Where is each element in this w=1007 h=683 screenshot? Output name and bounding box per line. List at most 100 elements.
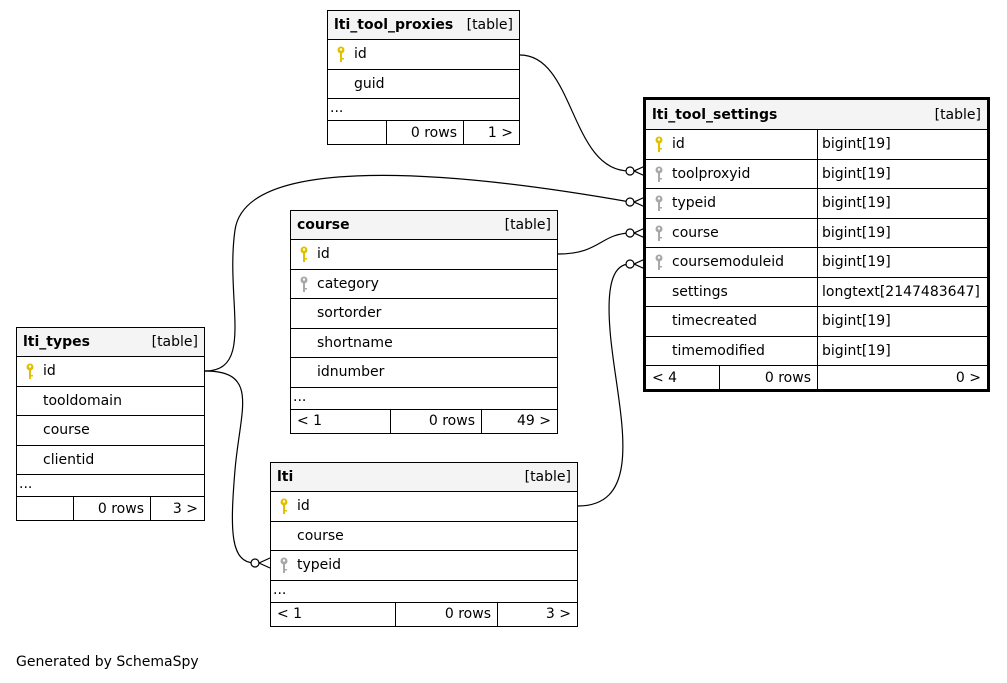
table-header: course [table] bbox=[291, 211, 557, 240]
table-row[interactable]: timemodified bigint[19] bbox=[646, 336, 987, 366]
footer-row-count: 0 rows bbox=[74, 497, 151, 520]
footer-children[interactable]: 3 > bbox=[545, 606, 571, 622]
primary-key-icon bbox=[17, 362, 43, 380]
primary-key-icon bbox=[646, 135, 672, 153]
foreign-key-icon bbox=[646, 194, 672, 212]
column-name-cell: typeid bbox=[646, 189, 818, 218]
table-row[interactable]: idnumber bbox=[291, 358, 557, 388]
table-kind: [table] bbox=[934, 106, 981, 123]
column-name: id bbox=[297, 498, 310, 515]
table-row[interactable]: timecreated bigint[19] bbox=[646, 307, 987, 337]
column-type: bigint[19] bbox=[822, 254, 891, 271]
column-type: bigint[19] bbox=[822, 195, 891, 212]
column-name: timemodified bbox=[672, 342, 765, 359]
edge-end-circle bbox=[625, 197, 635, 207]
table-lti[interactable]: lti [table] id course typeid ... < 1 0 row… bbox=[270, 462, 578, 627]
column-name: id bbox=[354, 46, 367, 63]
table-row[interactable]: course bbox=[17, 416, 204, 446]
column-name: coursemoduleid bbox=[672, 254, 785, 271]
column-type: bigint[19] bbox=[822, 342, 891, 359]
column-name: timecreated bbox=[672, 313, 757, 330]
table-header: lti [table] bbox=[271, 463, 577, 492]
table-kind: [table] bbox=[504, 217, 551, 233]
column-type: bigint[19] bbox=[822, 165, 891, 182]
table-kind: [table] bbox=[524, 469, 571, 485]
table-name: lti bbox=[277, 469, 294, 485]
table-row[interactable]: id bbox=[328, 40, 519, 70]
footer-row-count: 0 rows bbox=[391, 409, 482, 433]
table-row[interactable]: tooldomain bbox=[17, 387, 204, 416]
column-name: guid bbox=[354, 75, 385, 92]
table-course[interactable]: course [table] id category sortorder shortn… bbox=[290, 210, 558, 434]
edge-course-to-settings-course bbox=[557, 232, 631, 255]
table-footer: 0 rows 1 > bbox=[328, 121, 519, 144]
generated-by-caption: Generated by SchemaSpy bbox=[16, 654, 199, 670]
primary-key-icon bbox=[271, 497, 297, 515]
table-row[interactable]: typeid bigint[19] bbox=[646, 189, 987, 219]
column-name: typeid bbox=[297, 557, 342, 574]
table-row[interactable]: coursemoduleid bigint[19] bbox=[646, 248, 987, 278]
column-type: longtext[2147483647] bbox=[822, 283, 980, 300]
more-columns: ... bbox=[291, 388, 557, 410]
table-row[interactable]: guid bbox=[328, 70, 519, 99]
table-row[interactable]: sortorder bbox=[291, 299, 557, 329]
table-footer: < 1 0 rows 3 > bbox=[271, 602, 577, 626]
table-header: lti_types [table] bbox=[17, 328, 204, 357]
foreign-key-icon bbox=[291, 275, 317, 293]
footer-row-count: 0 rows bbox=[396, 602, 498, 626]
footer-parents[interactable]: < 4 bbox=[646, 366, 720, 389]
footer-children[interactable]: 0 > bbox=[955, 369, 981, 386]
edge-end-circle bbox=[625, 259, 635, 269]
table-name: lti_types bbox=[23, 334, 90, 350]
crow-foot-icon bbox=[258, 557, 271, 569]
table-row[interactable]: category bbox=[291, 270, 557, 299]
footer-row-count: 0 rows bbox=[387, 121, 464, 144]
footer-children[interactable]: 3 > bbox=[172, 500, 198, 517]
column-name: id bbox=[672, 136, 685, 153]
table-row[interactable]: typeid bbox=[271, 551, 577, 581]
column-name-cell: toolproxyid bbox=[646, 159, 818, 188]
table-row[interactable]: id bbox=[291, 240, 557, 270]
column-name: idnumber bbox=[317, 364, 385, 381]
table-footer: < 4 0 rows 0 > bbox=[646, 366, 987, 389]
column-name-cell: timemodified bbox=[646, 336, 818, 365]
more-columns: ... bbox=[271, 581, 577, 603]
edge-types-to-settings-typeid bbox=[204, 174, 631, 372]
edge-types-to-lti-typeid bbox=[204, 370, 256, 564]
table-kind: [table] bbox=[151, 334, 198, 350]
column-name-cell: coursemoduleid bbox=[646, 248, 818, 277]
column-name: id bbox=[43, 363, 56, 380]
table-row[interactable]: id bbox=[17, 357, 204, 387]
table-row[interactable]: shortname bbox=[291, 329, 557, 358]
column-name: typeid bbox=[672, 195, 717, 212]
footer-parents[interactable] bbox=[17, 497, 74, 520]
foreign-key-icon bbox=[271, 556, 297, 574]
footer-children[interactable]: 49 > bbox=[517, 413, 551, 429]
footer-parents[interactable]: < 1 bbox=[291, 409, 391, 433]
column-type: bigint[19] bbox=[822, 313, 891, 330]
footer-children[interactable]: 1 > bbox=[487, 124, 513, 141]
table-footer: < 1 0 rows 49 > bbox=[291, 409, 557, 433]
table-kind: [table] bbox=[466, 17, 513, 33]
column-name: sortorder bbox=[317, 305, 382, 322]
edge-end-circle bbox=[625, 166, 635, 176]
table-row[interactable]: course bbox=[271, 522, 577, 551]
edge-end-circle bbox=[250, 558, 260, 568]
table-row[interactable]: id bbox=[271, 492, 577, 522]
footer-parents[interactable] bbox=[328, 121, 387, 144]
footer-parents[interactable]: < 1 bbox=[271, 602, 396, 626]
edge-lti-to-settings-coursemoduleid bbox=[577, 263, 631, 507]
column-name: id bbox=[317, 246, 330, 263]
foreign-key-icon bbox=[646, 253, 672, 271]
table-row[interactable]: clientid bbox=[17, 446, 204, 475]
foreign-key-icon bbox=[646, 165, 672, 183]
edge-proxies-to-settings-toolproxyid bbox=[519, 54, 631, 172]
primary-key-icon bbox=[291, 245, 317, 263]
